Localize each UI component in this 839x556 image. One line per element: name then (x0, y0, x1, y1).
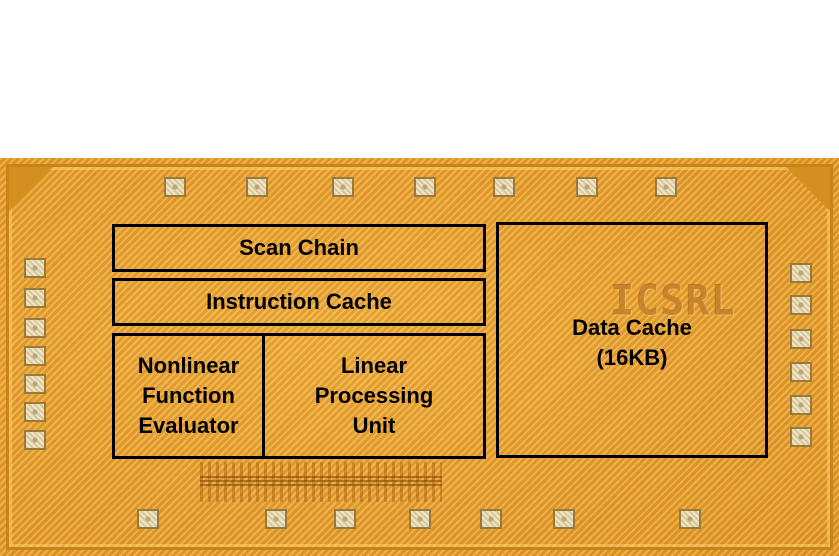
bond-pad-right (790, 263, 812, 283)
bond-pad-left (24, 430, 46, 450)
bond-pad-top (414, 177, 436, 197)
scan-chain-label: Scan Chain (239, 235, 359, 260)
linear-label-line-3: Unit (352, 413, 396, 438)
bond-pad-top (332, 177, 354, 197)
nonlinear-label-line-2: Function (142, 383, 235, 408)
bond-pad-right (790, 295, 812, 315)
bond-pad-top (246, 177, 268, 197)
bond-pad-bottom (137, 509, 159, 529)
bond-pad-bottom (553, 509, 575, 529)
bond-pad-right (790, 362, 812, 382)
bond-pad-bottom (480, 509, 502, 529)
bond-pad-bottom (679, 509, 701, 529)
bond-pad-left (24, 258, 46, 278)
instruction-cache-block: Instruction Cache (112, 278, 486, 326)
bond-pad-right (790, 395, 812, 415)
data-cache-block: Data Cache (16KB) (496, 222, 768, 458)
bond-pad-left (24, 346, 46, 366)
nonlinear-label-line-3: Evaluator (138, 413, 239, 438)
bond-pad-left (24, 318, 46, 338)
icsrl-logo: ICSRL (610, 276, 736, 326)
instruction-cache-label: Instruction Cache (206, 289, 392, 314)
data-cache-label-line-1: Data Cache (572, 315, 692, 340)
interconnect-bus (200, 476, 442, 486)
nonlinear-function-evaluator-block: Nonlinear Function Evaluator (112, 333, 265, 459)
bond-pad-top (576, 177, 598, 197)
bond-pad-top (493, 177, 515, 197)
bond-pad-bottom (265, 509, 287, 529)
bond-pad-bottom (409, 509, 431, 529)
bond-pad-left (24, 374, 46, 394)
bond-pad-left (24, 288, 46, 308)
bond-pad-bottom (334, 509, 356, 529)
scan-chain-block: Scan Chain (112, 224, 486, 272)
data-cache-label-line-2: (16KB) (596, 345, 668, 370)
linear-processing-unit-block: Linear Processing Unit (262, 333, 486, 459)
bond-pad-top (655, 177, 677, 197)
bond-pad-left (24, 402, 46, 422)
linear-label-line-1: Linear (340, 353, 408, 378)
bond-pad-top (164, 177, 186, 197)
bond-pad-right (790, 329, 812, 349)
bond-pad-right (790, 427, 812, 447)
die-seal-ring (6, 164, 833, 550)
nonlinear-label-line-1: Nonlinear (137, 353, 240, 378)
linear-label-line-2: Processing (314, 383, 434, 408)
